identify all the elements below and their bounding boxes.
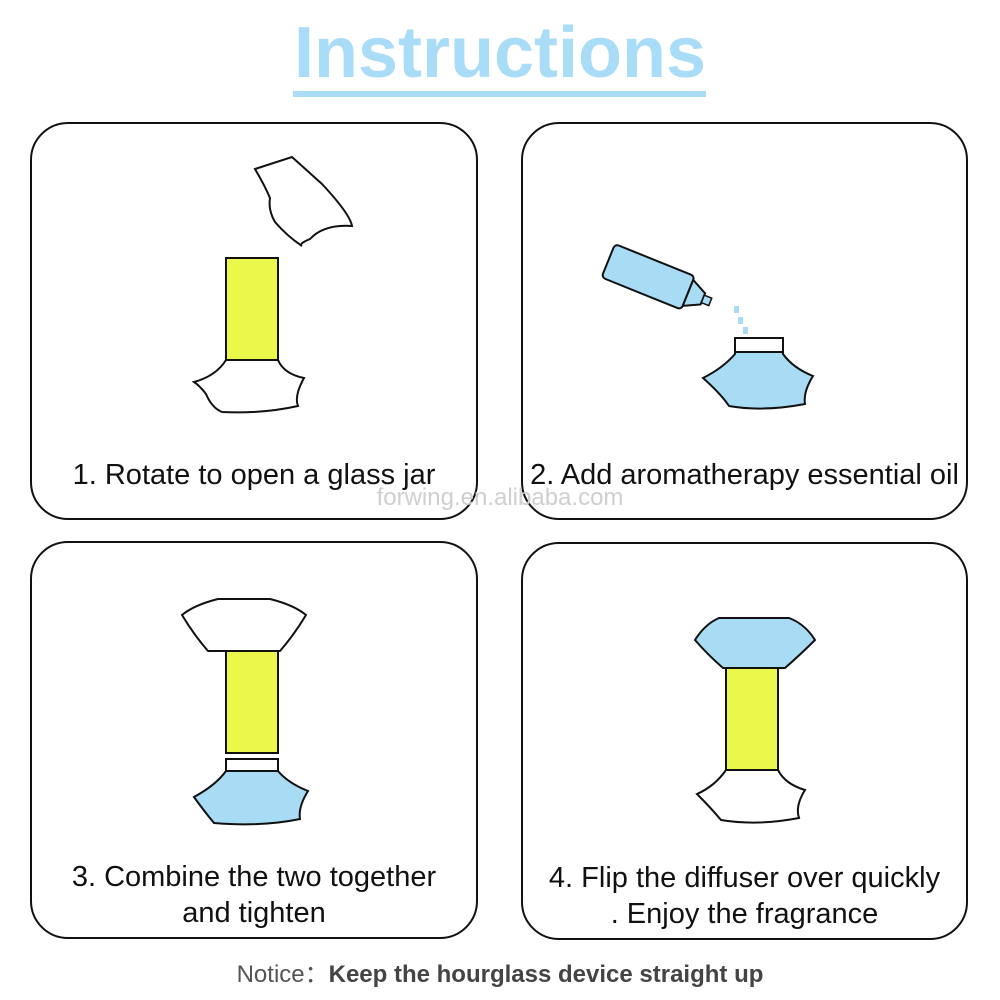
reed-tube-icon (725, 667, 779, 771)
step-4-caption: 4. Flip the diffuser over quickly . Enjo… (523, 860, 966, 932)
step-1-caption: 1. Rotate to open a glass jar (32, 457, 476, 493)
step-3-caption: 3. Combine the two together and tighten (32, 859, 476, 931)
reed-tube-icon (225, 257, 279, 361)
step-3-illustration (180, 598, 310, 826)
notice-text: Keep the hourglass device straight up (328, 961, 764, 988)
step-3-caption-line-1: 3. Combine the two together (71, 861, 437, 893)
filled-jar-icon (701, 337, 815, 410)
step-card-4: 4. Flip the diffuser over quickly . Enjo… (521, 542, 968, 940)
glass-jar-icon (695, 769, 807, 824)
step-1-caption-line-1: 1. Rotate to open a glass jar (72, 459, 436, 491)
step-card-3: 3. Combine the two together and tighten (30, 541, 478, 939)
oil-drop-icon (743, 327, 748, 334)
step-4-caption-line-1: 4. Flip the diffuser over quickly (548, 862, 941, 894)
notice: Notice：Keep the hourglass device straigh… (0, 954, 1000, 989)
notice-label: Notice： (236, 961, 329, 988)
step-2-illustration (601, 244, 815, 410)
step-3-caption-line-2: and tighten (182, 897, 326, 929)
page-title: Instructions (293, 13, 707, 93)
step-card-2: 2. Add aromatherapy essential oil (521, 122, 968, 520)
step-card-1: 1. Rotate to open a glass jar (30, 122, 478, 520)
step-1-illustration (191, 155, 354, 414)
step-4-illustration (693, 617, 817, 824)
reed-tube-icon (225, 650, 279, 754)
oil-bottle-icon (601, 244, 713, 310)
watermark: forwing.en.alibaba.com (376, 484, 624, 511)
step-2-caption: 2. Add aromatherapy essential oil (523, 457, 966, 493)
jar-lid-icon (253, 155, 354, 247)
title-underline (293, 91, 706, 97)
oil-filled-cap-icon (693, 617, 817, 669)
step-4-caption-line-2: . Enjoy the fragrance (610, 898, 879, 930)
top-cap-icon (180, 598, 308, 652)
step-2-caption-line-1: 2. Add aromatherapy essential oil (530, 459, 959, 491)
oil-drop-icon (738, 317, 743, 324)
filled-jar-icon (192, 758, 310, 826)
glass-jar-icon (191, 359, 306, 414)
oil-drop-icon (734, 306, 739, 313)
